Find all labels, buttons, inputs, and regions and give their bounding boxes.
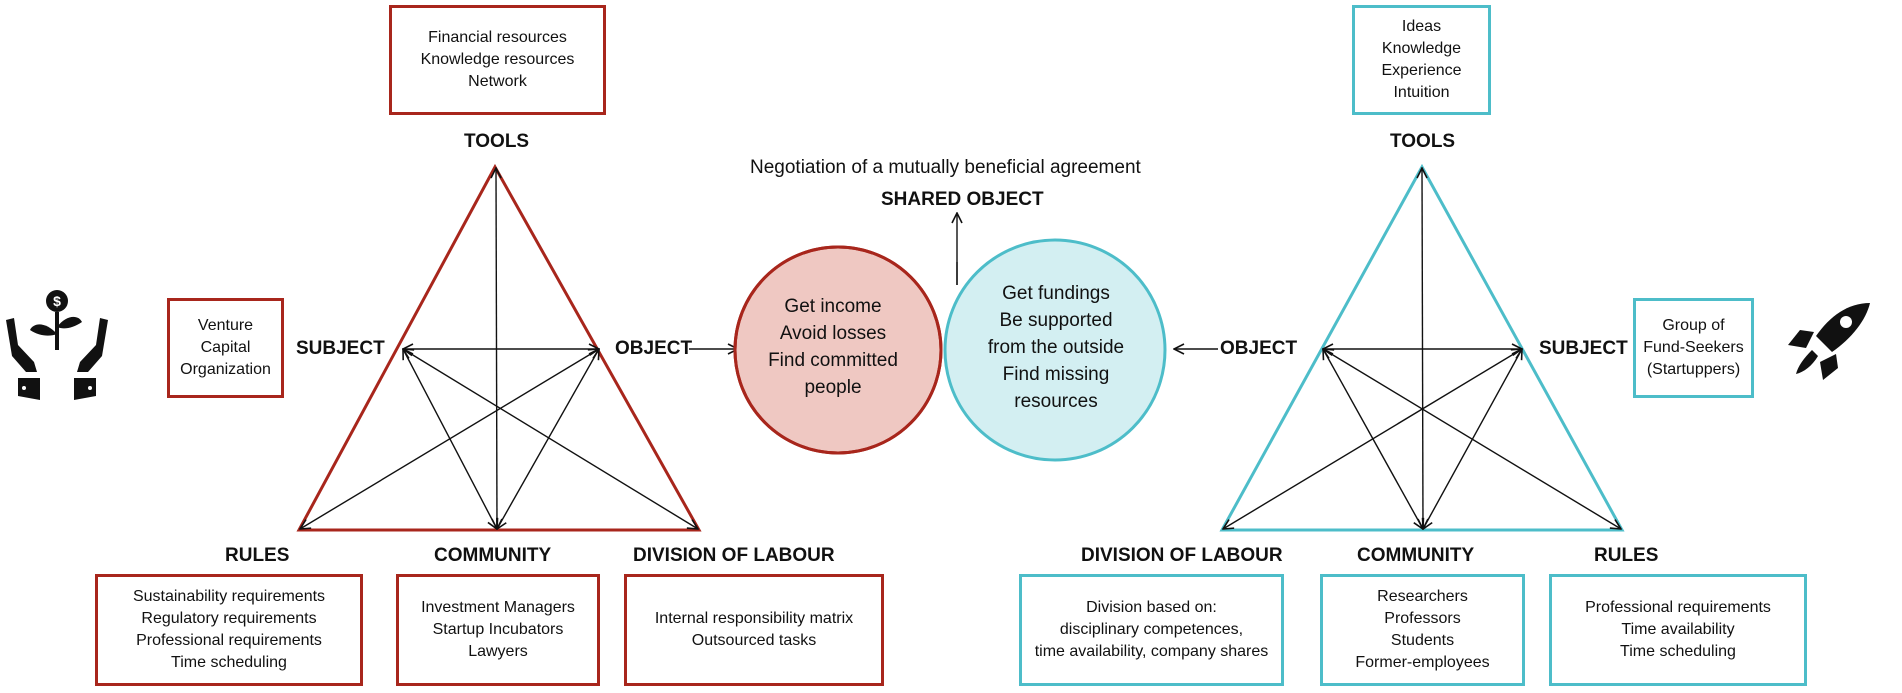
right-subject-label: SUBJECT: [1539, 338, 1628, 359]
left-rules-line-3: Professional requirements: [136, 632, 322, 649]
left-community-line-3: Lawyers: [468, 643, 528, 660]
right-rules-line-1: Professional requirements: [1585, 599, 1771, 616]
left-community-label: COMMUNITY: [434, 545, 552, 566]
left-circle-line-4: people: [804, 377, 862, 398]
right-circle-text: Get fundings Be supported from the outsi…: [976, 280, 1136, 415]
left-object-label: OBJECT: [615, 338, 693, 359]
right-circle-line-3: from the outside: [987, 337, 1125, 358]
shared-object-label: SHARED OBJECT: [881, 189, 1044, 210]
right-division-box: Division based on: disciplinary competen…: [1019, 574, 1284, 686]
right-circle-line-4: Find missing: [1002, 364, 1110, 385]
left-tools-line-3: Network: [468, 73, 527, 90]
left-rules-line-4: Time scheduling: [171, 654, 287, 671]
right-community-line-2: Professors: [1384, 610, 1461, 627]
left-rules-box: Sustainability requirements Regulatory r…: [95, 574, 363, 686]
rocket-icon: [1788, 303, 1870, 380]
right-community-line-4: Former-employees: [1355, 654, 1490, 671]
right-subject-line-2: Fund-Seekers: [1643, 339, 1744, 356]
left-division-line-2: Outsourced tasks: [691, 632, 817, 649]
left-rules-line-2: Regulatory requirements: [141, 610, 317, 627]
right-community-box: Researchers Professors Students Former-e…: [1320, 574, 1525, 686]
left-tools-line-2: Knowledge resources: [420, 51, 575, 68]
right-rules-label: RULES: [1594, 545, 1659, 566]
right-circle-line-1: Get fundings: [1002, 283, 1110, 304]
left-tools-box: Financial resources Knowledge resources …: [389, 5, 606, 115]
right-tools-line-3: Experience: [1381, 62, 1462, 79]
hands-money-plant-icon: $: [6, 290, 108, 400]
right-tools-line-4: Intuition: [1393, 84, 1450, 101]
svg-text:$: $: [53, 293, 61, 309]
right-division-line-1: Division based on:: [1086, 599, 1217, 616]
left-community-line-1: Investment Managers: [421, 599, 575, 616]
right-rules-line-3: Time scheduling: [1620, 643, 1736, 660]
left-rules-label: RULES: [225, 545, 290, 566]
left-subject-label: SUBJECT: [296, 338, 385, 359]
right-community-line-1: Researchers: [1377, 588, 1468, 605]
right-tools-line-2: Knowledge: [1381, 40, 1462, 57]
left-rules-line-1: Sustainability requirements: [132, 588, 326, 605]
right-object-circle: [943, 238, 1167, 462]
right-tools-line-1: Ideas: [1401, 18, 1442, 35]
right-division-line-2: disciplinary competences,: [1059, 621, 1244, 638]
left-activity-triangle: [296, 163, 702, 532]
left-division-label: DIVISION OF LABOUR: [633, 545, 835, 566]
negotiation-caption: Negotiation of a mutually beneficial agr…: [750, 157, 1141, 178]
left-division-box: Internal responsibility matrix Outsource…: [624, 574, 884, 686]
right-community-label: COMMUNITY: [1357, 545, 1475, 566]
right-subject-box: Group of Fund-Seekers (Startuppers): [1633, 298, 1754, 398]
left-subject-line-3: Organization: [180, 361, 271, 378]
left-tools-line-1: Financial resources: [428, 29, 567, 46]
left-subject-line-1: Venture: [197, 317, 254, 334]
right-rules-box: Professional requirements Time availabil…: [1549, 574, 1807, 686]
left-circle-line-3: Find committed: [768, 350, 898, 371]
right-subject-line-3: (Startuppers): [1646, 361, 1741, 378]
right-tools-box: Ideas Knowledge Experience Intuition: [1352, 5, 1491, 115]
left-tools-label: TOOLS: [464, 131, 530, 152]
left-circle-line-1: Get income: [784, 296, 882, 317]
left-circle-line-2: Avoid losses: [779, 323, 887, 344]
right-community-line-3: Students: [1390, 632, 1455, 649]
right-activity-triangle: [1219, 163, 1625, 532]
right-division-label: DIVISION OF LABOUR: [1081, 545, 1283, 566]
left-subject-box: Venture Capital Organization: [167, 298, 284, 398]
right-tools-label: TOOLS: [1390, 131, 1456, 152]
right-rules-line-2: Time availability: [1621, 621, 1735, 638]
left-division-line-1: Internal responsibility matrix: [654, 610, 854, 627]
left-community-line-2: Startup Incubators: [432, 621, 564, 638]
left-community-box: Investment Managers Startup Incubators L…: [396, 574, 600, 686]
right-circle-line-2: Be supported: [999, 310, 1113, 331]
right-division-line-3: time availability, company shares: [1034, 643, 1269, 660]
right-subject-line-1: Group of: [1662, 317, 1725, 334]
left-subject-line-2: Capital: [200, 339, 251, 356]
right-circle-line-5: resources: [1014, 391, 1098, 412]
left-circle-text: Get income Avoid losses Find committed p…: [748, 293, 918, 401]
right-object-label: OBJECT: [1220, 338, 1298, 359]
